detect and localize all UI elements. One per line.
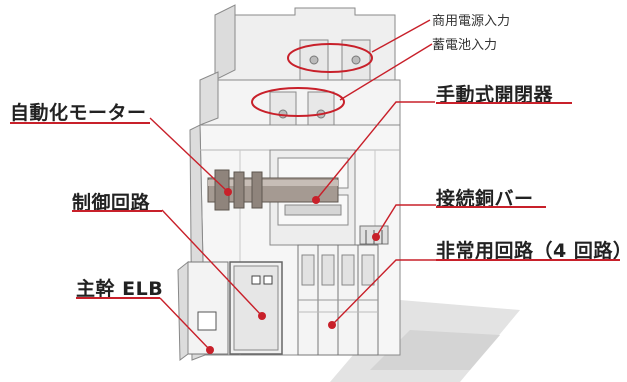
label-connection-bar: 接続銅バー: [436, 188, 534, 210]
control-circuit-box: [229, 261, 283, 355]
underline-connection-bar: [436, 206, 546, 208]
emergency-breakers: [297, 244, 379, 356]
underline-main-elb: [76, 297, 160, 299]
callout-dots: [206, 188, 380, 354]
label-battery-input: 蓄電池入力: [432, 38, 498, 53]
underline-emergency-circuit: [436, 259, 620, 261]
label-control-circuit: 制御回路: [72, 192, 151, 214]
underline-auto-motor: [10, 122, 150, 124]
battery-input-highlight: [251, 87, 345, 117]
label-emergency-circuit: 非常用回路（4 回路）: [436, 240, 627, 262]
main-elb-breaker: [177, 260, 229, 361]
underline-manual-switch: [436, 102, 572, 104]
label-manual-switch: 手動式開閉器: [436, 84, 554, 106]
label-commercial-input: 商用電源入力: [432, 14, 511, 29]
label-main-elb: 主幹 ELB: [76, 278, 164, 300]
leader-lines: [149, 19, 436, 351]
underline-control-circuit: [72, 210, 162, 212]
label-auto-motor: 自動化モーター: [10, 102, 147, 124]
commercial-input-highlight: [287, 43, 373, 73]
lower-terminal-block: [199, 71, 401, 129]
floor-shadow-dark: [370, 330, 500, 370]
